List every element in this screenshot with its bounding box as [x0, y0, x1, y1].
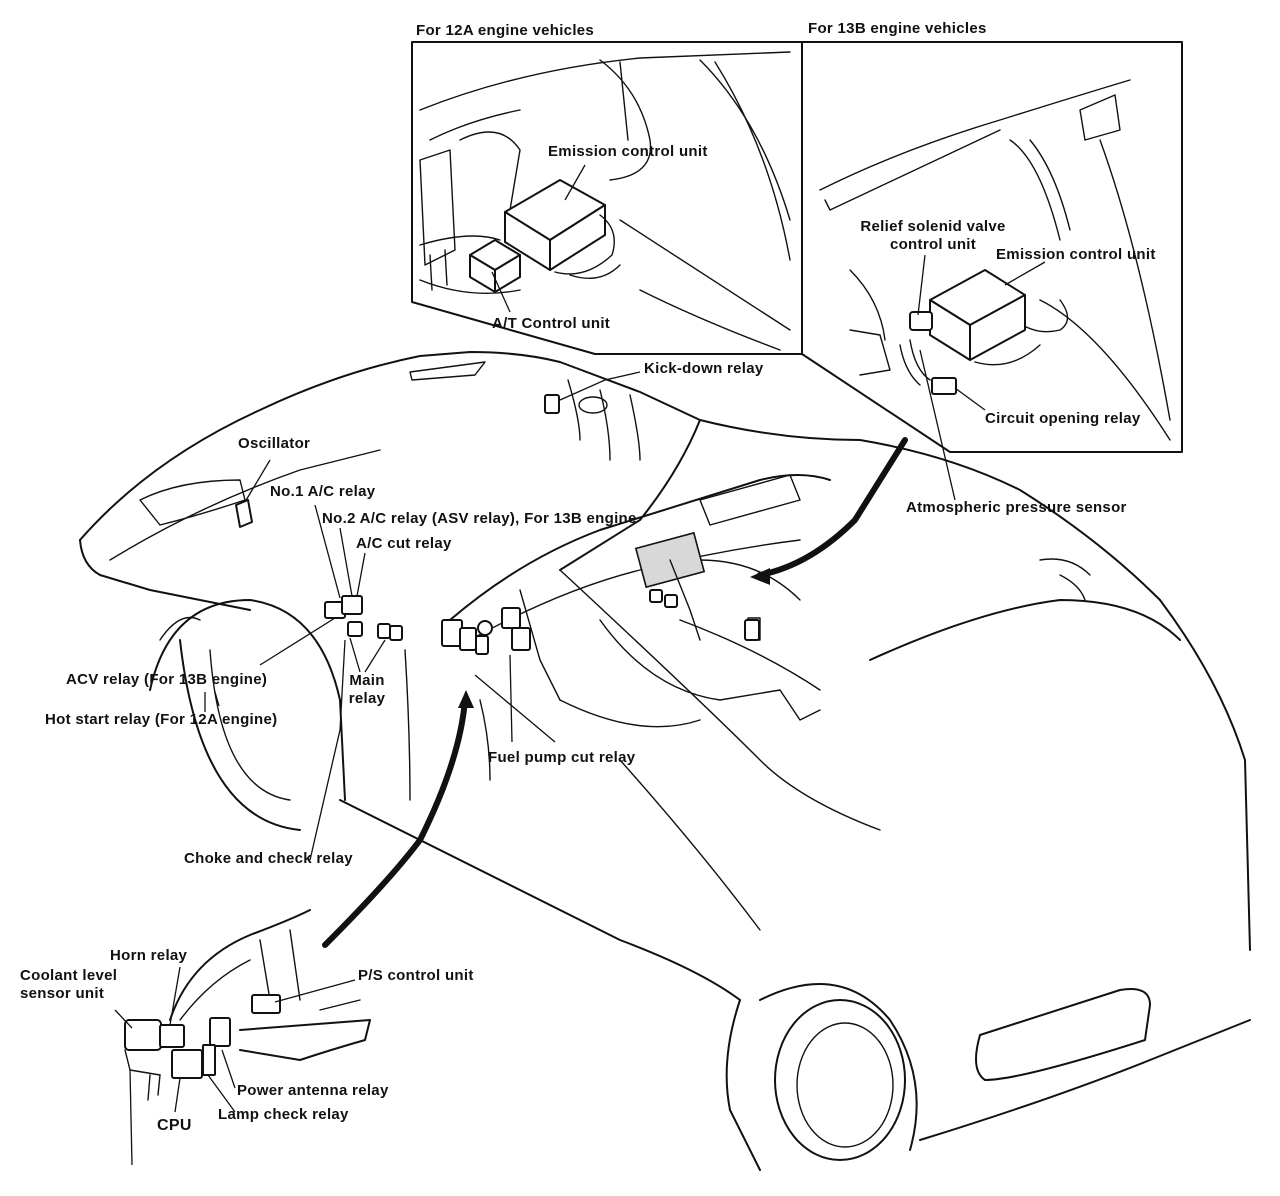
label-hot-start-relay: Hot start relay (For 12A engine): [45, 711, 278, 728]
label-lamp-check-relay: Lamp check relay: [218, 1106, 349, 1123]
label-no1-ac-relay: No.1 A/C relay: [270, 483, 376, 500]
leader-lines: [114, 164, 1046, 1166]
label-ac-cut-relay: A/C cut relay: [356, 535, 452, 552]
label-power-antenna-relay: Power antenna relay: [237, 1082, 389, 1099]
label-kick-down-relay: Kick-down relay: [644, 360, 764, 377]
label-circuit-opening-relay: Circuit opening relay: [985, 410, 1141, 427]
label-at-control-unit: A/T Control unit: [492, 315, 611, 332]
pointer-arrows: [322, 437, 908, 948]
car-body-outline: [79, 351, 1251, 1171]
inset-13b-title: For 13B engine vehicles: [808, 20, 987, 37]
label-relief-solenoid-valve-control-unit: Relief solenid valve control unit: [860, 218, 1006, 253]
inset-12a-title: For 12A engine vehicles: [416, 22, 595, 39]
front-closeup-drawing: [124, 909, 371, 1101]
inset-13b-frame: [801, 41, 1183, 453]
label-ps-control-unit: P/S control unit: [358, 967, 474, 984]
label-cpu: CPU: [157, 1117, 192, 1134]
label-no2-ac-relay: No.2 A/C relay (ASV relay), For 13B engi…: [322, 510, 637, 527]
label-main-relay: Main relay: [348, 672, 386, 707]
label-emission-control-unit-12a: Emission control unit: [548, 143, 708, 160]
label-horn-relay: Horn relay: [110, 947, 188, 964]
label-fuel-pump-cut-relay: Fuel pump cut relay: [488, 749, 636, 766]
label-acv-relay: ACV relay (For 13B engine): [66, 671, 268, 688]
inset-12a-frame: [411, 41, 803, 355]
label-atmospheric-pressure-sensor: Atmospheric pressure sensor: [906, 499, 1127, 516]
label-emission-control-unit-13b: Emission control unit: [996, 246, 1156, 263]
relay-components: [235, 394, 760, 655]
label-oscillator: Oscillator: [238, 435, 311, 452]
label-choke-and-check-relay: Choke and check relay: [184, 850, 353, 867]
label-coolant-level-sensor-unit: Coolant level sensor unit: [20, 967, 118, 1002]
